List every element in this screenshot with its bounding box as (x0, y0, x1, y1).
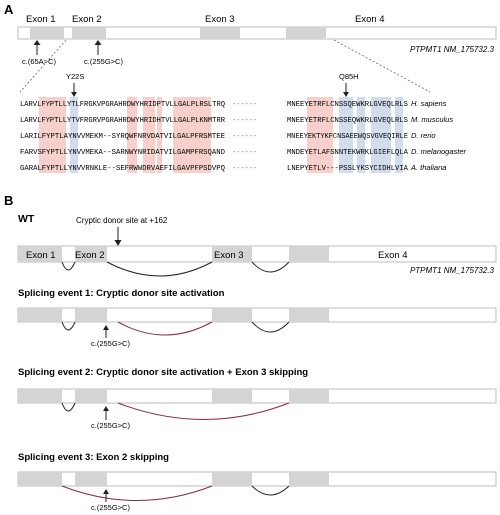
wt-exon-1 (18, 246, 62, 262)
exon-4-label: Exon 4 (355, 14, 385, 25)
event-3-title: Splicing event 3: Exon 2 skipping (18, 452, 169, 463)
variant-label-2: c.(255G>C) (84, 57, 123, 66)
event-1-title: Splicing event 1: Cryptic donor site act… (18, 288, 225, 299)
protein-variant-q85h: Q85H (339, 72, 359, 81)
alignment-gap-3: ------ (232, 133, 257, 141)
species-label-3: D. rerio (411, 131, 436, 140)
species-label-5: A. thaliana (410, 163, 446, 172)
protein-arrow-y22s-head (71, 92, 77, 97)
wt-exon-4-label: Exon 4 (378, 250, 408, 261)
event-3-variant-label: c.(255G>C) (91, 503, 130, 512)
event-1-exon-4 (289, 308, 329, 322)
wt-splice-arc-2 (106, 261, 213, 277)
species-label-1: H. sapiens (411, 99, 447, 108)
event-1-exon-1 (18, 308, 62, 322)
alignment-row-3-right: MNEEYEKTYKFCNSAEEWQSVGVEQIRLE (287, 133, 408, 141)
event-1-exon-3 (212, 308, 252, 322)
exon-1-box (30, 27, 64, 39)
event-3-splice-arc-3 (251, 485, 290, 496)
wt-title: WT (18, 213, 35, 225)
exon-2-box (72, 27, 106, 39)
alignment-gap-1: ------ (232, 101, 257, 109)
alignment-row-4-left: FARVSFYPTLLYNVVMEKA--SARNWYNRIDATVILGAMP… (20, 149, 225, 157)
event-2-exon-3 (212, 389, 252, 403)
event-2-splice-arc-1 (61, 402, 76, 412)
alignment: LARVLFYPTLLYTLFRGKVPGRAHRDWYHRIDPTVLLGAL… (20, 99, 467, 173)
protein-variant-y22s: Y22S (66, 72, 84, 81)
event-3-exon-2 (75, 472, 107, 486)
event-3-exon-1 (18, 472, 62, 486)
event-2-variant-label: c.(255G>C) (91, 421, 130, 430)
wt-exon-2 (75, 246, 107, 262)
cryptic-donor-arrow-head (114, 240, 122, 246)
event-1-aberrant-arc (117, 321, 213, 336)
event-2-exon-4 (289, 389, 329, 403)
wt-exon-3 (212, 246, 252, 262)
wt-exon-1-label: Exon 1 (26, 250, 56, 261)
event-1-exon-2 (75, 308, 107, 322)
exon-3-box (200, 27, 240, 39)
gene-name: PTPMT1 NM_175732.3 (410, 45, 495, 54)
species-label-4: D. melanogaster (411, 147, 467, 156)
alignment-gap-4: ------ (232, 149, 257, 157)
alignment-gap-5: ------ (232, 165, 257, 173)
wt-exon-3-label: Exon 3 (214, 250, 244, 261)
event-2-aberrant-arc (117, 402, 290, 420)
wt-splice-arc-3 (251, 261, 290, 273)
event-1-splice-arc-3 (251, 321, 290, 333)
zoom-line-left (19, 39, 67, 93)
species-label-2: M. musculus (411, 115, 453, 124)
wt-splice-arc-1 (61, 261, 76, 271)
event-1-variant-arrow-head (103, 325, 109, 330)
panel-a-label: A (4, 2, 14, 17)
alignment-row-3-left: LARILFYPTLAYNVVMEKM--SYRQWFNRVDATVILGALP… (20, 133, 225, 141)
alignment-row-2-right: MNEEYETRFLCNSSEQWKRLGVEQLRLS (287, 117, 408, 125)
event-2-exon-1 (18, 389, 62, 403)
alignment-row-1-right: MNEEYETRFLCNSSQEWKRLGVEQLRLS (287, 101, 408, 109)
event-2-title: Splicing event 2: Cryptic donor site act… (18, 367, 308, 378)
alignment-row-5-right: LNEPYETLV---PSSLYKSYCIDHLVIA (287, 165, 409, 173)
event-3-exon-3 (212, 472, 252, 486)
alignment-gap-2: ------ (232, 117, 257, 125)
cryptic-donor-note: Cryptic donor site at +162 (76, 216, 168, 225)
gene-track (17, 26, 497, 40)
event-2-variant-arrow-head (103, 406, 109, 411)
event-1-variant-label: c.(255G>C) (91, 339, 130, 348)
variant-label-1: c.(65A>C) (22, 57, 56, 66)
exon-1-label: Exon 1 (26, 14, 56, 25)
protein-arrow-q85h-head (343, 92, 349, 97)
wt-gene-name: PTPMT1 NM_175732.3 (410, 266, 495, 275)
exon-2-label: Exon 2 (72, 14, 102, 25)
event-3-exon-4 (289, 472, 329, 486)
event-2-exon-2 (75, 389, 107, 403)
alignment-row-2-left: LARVLFYPTLLYTVFRGRVPGRAHRDWYHRIDHTVLLGAL… (20, 117, 226, 125)
event-1-splice-arc-1 (61, 321, 76, 331)
alignment-row-4-right: MNDEYETLAFSNNTEKWRKLGIEFLQLA (287, 149, 409, 157)
event-3-variant-arrow-head (103, 489, 109, 494)
wt-exon-4 (289, 246, 329, 262)
exon-4-box (286, 27, 326, 39)
variant-arrow-2-head (94, 40, 102, 45)
alignment-row-1-left: LARVLFYPTLLYTLFRGKVPGRAHRDWYHRIDPTVLLGAL… (20, 101, 225, 109)
alignment-row-5-left: GARALFYPTLLYNVVRNKLE--SEFRWWDRVAEFILGAVP… (20, 165, 225, 173)
panel-b-label: B (4, 193, 13, 208)
exon-3-label: Exon 3 (205, 14, 235, 25)
variant-arrow-1-head (33, 40, 41, 45)
alignment-highlights (39, 97, 403, 173)
wt-exon-2-label: Exon 2 (75, 250, 105, 261)
event-3-aberrant-arc (61, 485, 213, 501)
